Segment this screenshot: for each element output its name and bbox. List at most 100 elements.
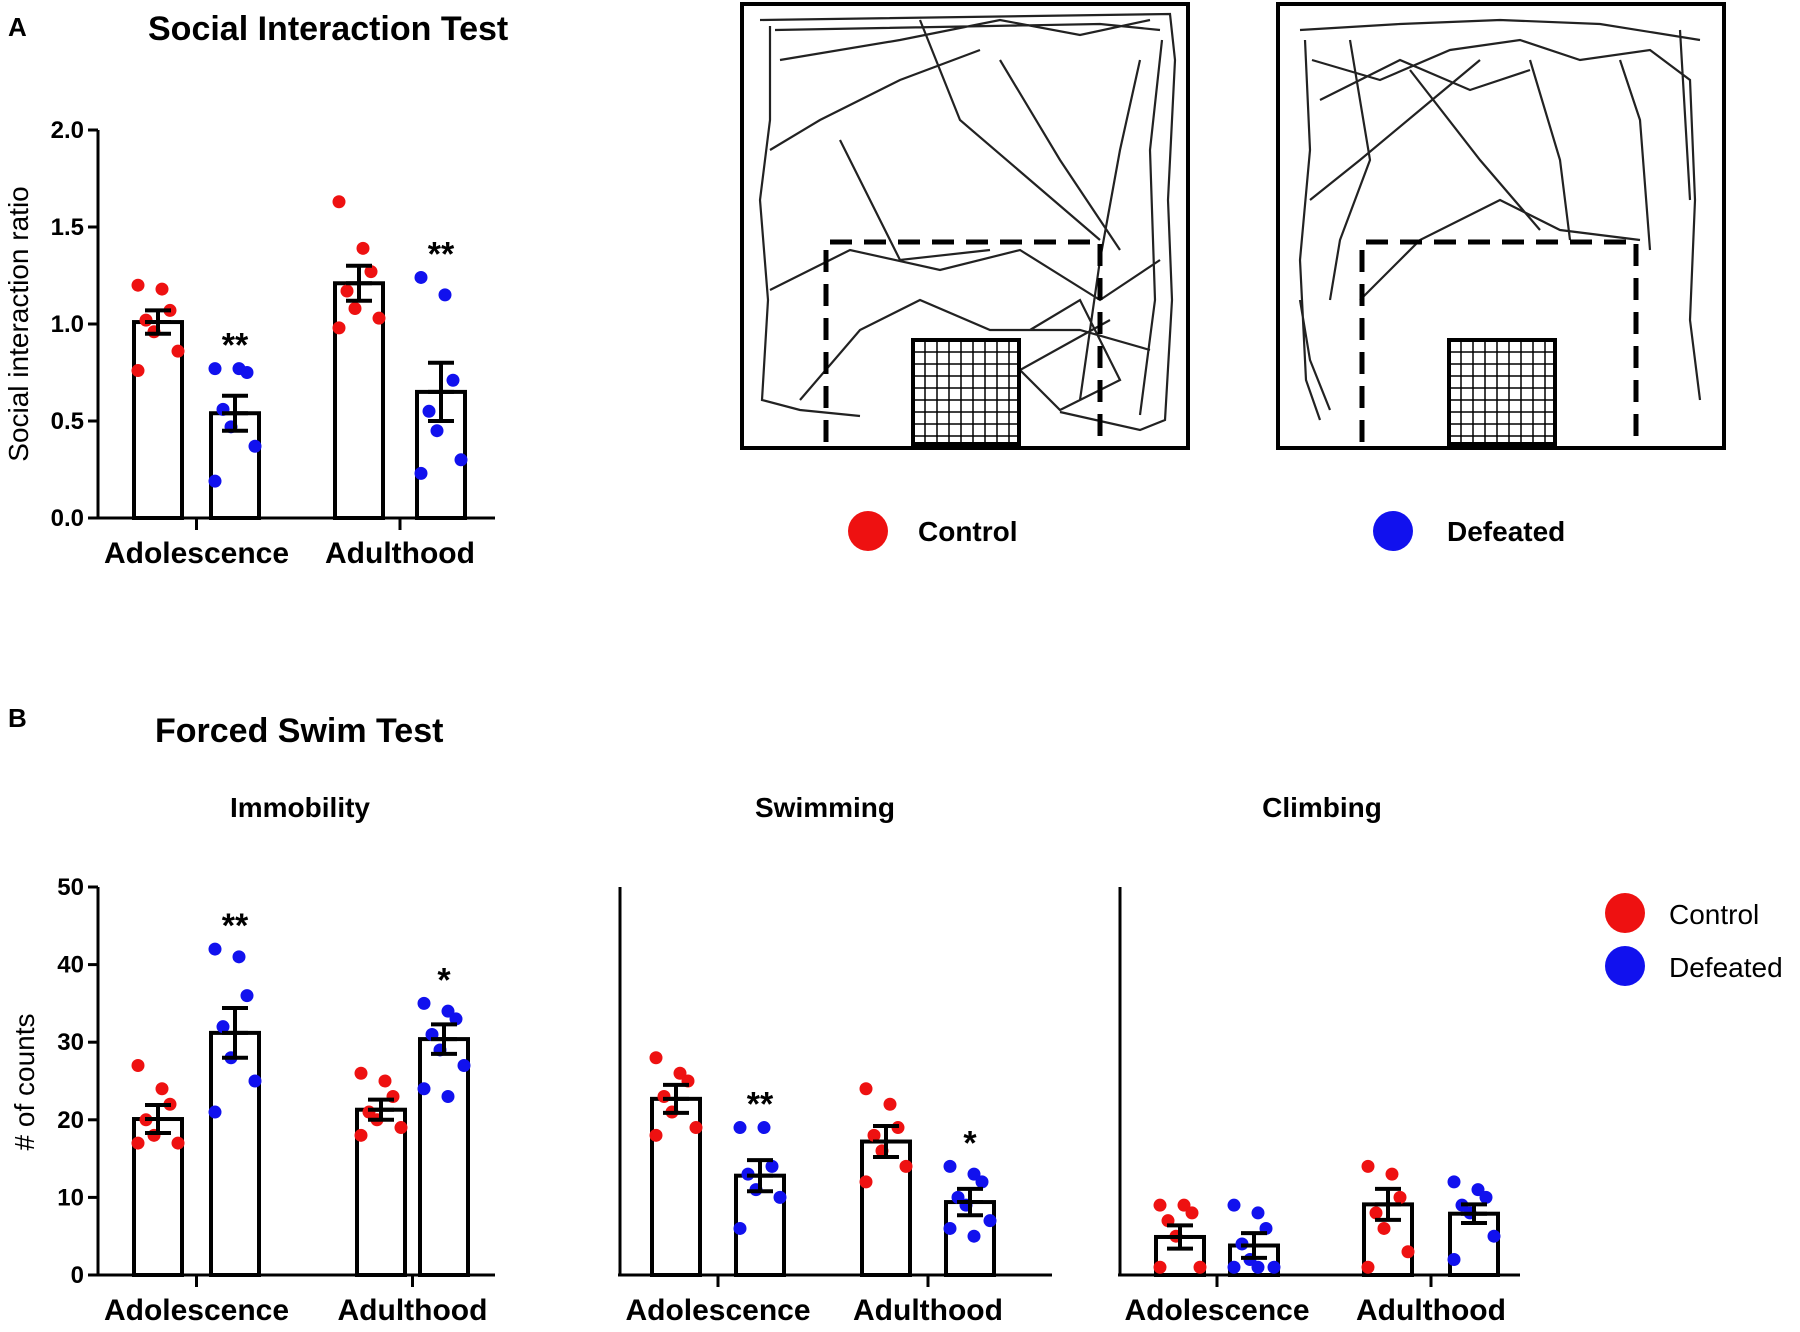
data-point-control — [131, 364, 145, 378]
significance-marker: * — [963, 1124, 977, 1162]
y-tick-label: 2.0 — [51, 117, 84, 144]
data-point-defeated — [441, 1090, 455, 1104]
panel-b-title: Forced Swim Test — [155, 712, 443, 750]
data-point-control — [1193, 1260, 1207, 1274]
y-tick-label: 10 — [57, 1184, 84, 1211]
data-point-defeated — [248, 439, 262, 453]
data-point-defeated — [733, 1221, 747, 1235]
legend-b: Control Defeated — [1605, 893, 1783, 986]
data-point-control — [332, 321, 346, 335]
x-tick-label: Adulthood — [1356, 1294, 1506, 1327]
data-point-control — [131, 278, 145, 292]
data-point-control — [378, 1074, 392, 1088]
data-point-control — [883, 1097, 897, 1111]
data-point-control — [354, 1066, 368, 1080]
data-point-defeated — [733, 1121, 747, 1135]
panel-b-letter: B — [8, 703, 27, 733]
data-point-control — [332, 195, 346, 209]
data-point-control — [171, 344, 185, 358]
y-tick-label: 0 — [71, 1262, 84, 1289]
data-point-defeated — [248, 1074, 262, 1088]
data-point-defeated — [1227, 1198, 1241, 1212]
enclosure-mesh — [1447, 338, 1557, 446]
legend-a-defeated-swatch — [1373, 511, 1413, 551]
data-point-control — [394, 1121, 408, 1135]
data-point-defeated — [240, 366, 254, 379]
data-point-defeated — [457, 1058, 471, 1072]
data-point-defeated — [1251, 1206, 1265, 1220]
data-point-defeated — [414, 466, 428, 480]
data-point-control — [171, 1136, 185, 1150]
bar-defeated — [418, 1037, 470, 1277]
data-point-control — [131, 1136, 145, 1150]
legend-a-control-label: Control — [918, 516, 1018, 547]
data-point-control — [1361, 1260, 1375, 1274]
data-point-defeated — [967, 1167, 981, 1181]
x-tick-label: Adulthood — [325, 537, 475, 570]
data-point-defeated — [454, 453, 468, 467]
panel-a-letter: A — [8, 12, 27, 42]
data-point-defeated — [240, 989, 254, 1003]
significance-marker: * — [437, 961, 451, 999]
data-point-defeated — [446, 373, 460, 387]
data-point-defeated — [975, 1175, 989, 1189]
legend-a-control-swatch — [848, 511, 888, 551]
data-point-control — [340, 284, 354, 298]
y-tick-label: 1.5 — [51, 214, 84, 241]
y-tick-label: 30 — [57, 1029, 84, 1056]
data-point-defeated — [943, 1159, 957, 1173]
data-point-defeated — [417, 996, 431, 1010]
data-point-defeated — [757, 1121, 771, 1135]
data-point-control — [155, 1082, 169, 1096]
chart-title: Immobility — [230, 792, 370, 823]
y-tick-label: 40 — [57, 952, 84, 979]
data-point-control — [859, 1082, 873, 1096]
data-point-control — [689, 1121, 703, 1135]
legend-a: Control Defeated — [848, 511, 1565, 551]
data-point-defeated — [967, 1229, 981, 1243]
data-point-defeated — [1227, 1260, 1241, 1274]
data-point-control — [1177, 1198, 1191, 1212]
y-tick-label: 0.5 — [51, 408, 84, 435]
data-point-defeated — [1479, 1190, 1493, 1204]
data-point-defeated — [417, 1082, 431, 1096]
y-axis-label: Social interaction ratio — [3, 186, 34, 461]
data-point-control — [131, 1058, 145, 1072]
data-point-defeated — [430, 424, 444, 438]
legend-a-defeated-label: Defeated — [1447, 516, 1565, 547]
y-tick-label: 20 — [57, 1107, 84, 1134]
x-tick-label: Adulthood — [853, 1294, 1003, 1327]
y-tick-label: 1.0 — [51, 311, 84, 338]
data-point-control — [1185, 1206, 1199, 1220]
legend-b-defeated-swatch — [1605, 946, 1645, 986]
data-point-defeated — [438, 288, 452, 302]
data-point-defeated — [208, 362, 222, 376]
data-point-control — [867, 1128, 881, 1142]
y-axis-label: # of counts — [9, 1014, 40, 1151]
data-point-control — [1369, 1206, 1383, 1220]
data-point-control — [354, 1128, 368, 1142]
data-point-control — [364, 265, 378, 279]
data-point-defeated — [983, 1214, 997, 1228]
data-point-control — [348, 301, 362, 315]
data-point-defeated — [414, 270, 428, 284]
data-point-control — [1361, 1159, 1375, 1173]
data-point-control — [155, 282, 169, 296]
data-point-defeated — [449, 1012, 463, 1026]
enclosure-mesh — [911, 338, 1021, 446]
legend-b-defeated-label: Defeated — [1669, 952, 1783, 983]
bar-defeated — [209, 1030, 261, 1277]
data-point-control — [1401, 1245, 1415, 1259]
data-point-defeated — [208, 474, 222, 488]
significance-marker: ** — [428, 235, 455, 273]
legend-b-control-label: Control — [1669, 899, 1759, 930]
data-point-control — [1377, 1221, 1391, 1235]
movement-trace — [1298, 18, 1702, 421]
bar-defeated — [209, 411, 261, 520]
y-tick-label: 50 — [57, 874, 84, 901]
